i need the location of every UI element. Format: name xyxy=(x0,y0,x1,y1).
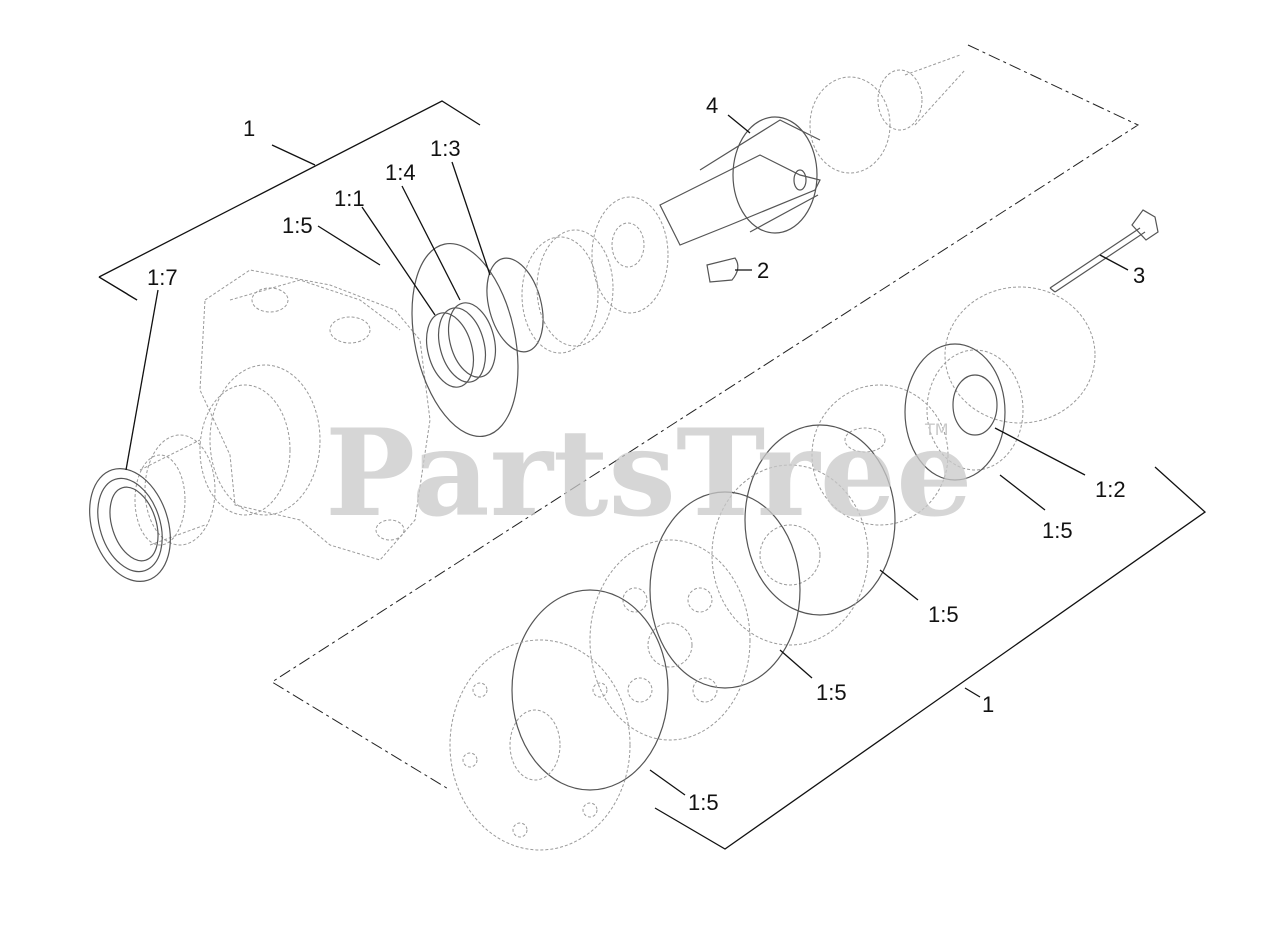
leader-1-5-r2 xyxy=(879,569,919,601)
callout-1-3: 1:3 xyxy=(430,136,461,161)
callout-1-5-r4: 1:5 xyxy=(688,790,719,815)
end-plate-drawing xyxy=(449,639,631,851)
motor-housing-drawing xyxy=(134,269,431,561)
leader-1-7 xyxy=(125,289,159,471)
end-cover-drawing xyxy=(926,286,1096,471)
leader-1-bottom xyxy=(964,687,981,698)
leader-1-4 xyxy=(401,185,461,301)
rings-part-1-1-1-4 xyxy=(425,302,497,388)
washer-part-1-2 xyxy=(952,374,998,436)
callout-2: 2 xyxy=(757,258,769,283)
callout-1-5-r1: 1:5 xyxy=(1042,518,1073,543)
callout-1-2: 1:2 xyxy=(1095,477,1126,502)
o-ring-part-1-5-r4 xyxy=(511,589,669,791)
callout-1-7: 1:7 xyxy=(147,265,178,290)
bracket-top-line xyxy=(98,100,481,278)
callout-1-5-r2: 1:5 xyxy=(928,602,959,627)
leader-1-1 xyxy=(361,206,436,316)
shaft-part-4 xyxy=(659,116,821,246)
bearing-gear-drawing xyxy=(521,196,669,354)
callout-1-5-top: 1:5 xyxy=(282,213,313,238)
callout-4: 4 xyxy=(706,93,718,118)
seal-part-1-7 xyxy=(89,468,171,582)
washer-part-1-3 xyxy=(486,257,544,353)
callout-1-4: 1:4 xyxy=(385,160,416,185)
callout-1-1: 1:1 xyxy=(334,186,365,211)
bracket-bottom xyxy=(654,466,1207,850)
rotor-set-drawing xyxy=(711,464,869,646)
leader-1-5-r3 xyxy=(779,649,813,679)
manifold-drawing xyxy=(589,539,751,741)
leader-1-5-top xyxy=(317,225,381,266)
key-part-2 xyxy=(706,257,739,283)
assembly-boundary-line xyxy=(271,44,1140,791)
leader-1-top xyxy=(271,144,316,166)
o-ring-part-1-5-top xyxy=(411,242,519,438)
spline-gear-drawing xyxy=(809,54,966,174)
bracket-top-left-tick xyxy=(98,276,138,301)
leader-1-5-r4 xyxy=(649,769,686,796)
leader-3 xyxy=(1099,254,1129,271)
watermark-text: PartsTree xyxy=(325,403,972,544)
callout-1-top: 1 xyxy=(243,116,255,141)
callout-3: 3 xyxy=(1133,263,1145,288)
leader-1-2 xyxy=(994,427,1086,476)
leader-4 xyxy=(727,114,751,134)
o-ring-part-1-5-r3 xyxy=(649,491,801,689)
callout-1-bottom: 1 xyxy=(982,692,994,717)
watermark-tm: TM xyxy=(924,420,949,439)
leader-1-5-r1 xyxy=(999,474,1046,511)
o-ring-part-1-5-r1 xyxy=(904,343,1006,481)
o-ring-part-1-5-r2 xyxy=(744,424,896,616)
callout-1-5-r3: 1:5 xyxy=(816,680,847,705)
valve-plate-drawing xyxy=(811,384,949,526)
leader-1-3 xyxy=(451,161,491,276)
bolt-part-3 xyxy=(1049,209,1159,293)
